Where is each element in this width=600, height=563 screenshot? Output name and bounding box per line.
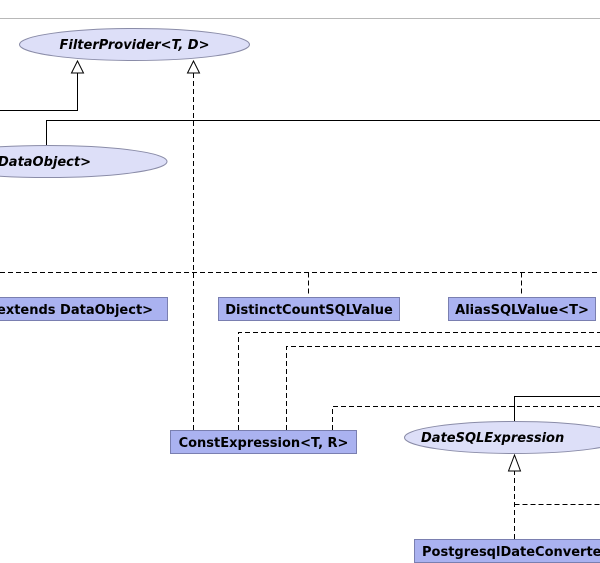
arrowhead-filter-provider-left	[70, 59, 85, 74]
node-extends-data-object[interactable]: extends DataObject>	[0, 297, 168, 321]
edge-date-sql-to-right	[514, 396, 600, 422]
postgresql-date-converter-label: PostgresqlDateConverte	[422, 545, 600, 560]
alias-sql-value-shape	[448, 297, 596, 321]
edge-const-to-right-2	[286, 346, 600, 430]
date-sql-expression-shape	[404, 421, 600, 454]
node-data-object[interactable]: DataObject>	[0, 145, 168, 178]
node-distinct-count-sql-value[interactable]: DistinctCountSQLValue	[218, 297, 400, 321]
const-expression-shape	[170, 430, 357, 454]
filter-provider-label: FilterProvider<T, D>	[60, 38, 210, 53]
node-date-sql-expression[interactable]: DateSQLExpression	[404, 421, 600, 454]
extends-data-object-label: extends DataObject>	[0, 303, 153, 318]
extends-data-object-shape	[0, 297, 168, 321]
arrowhead-filter-provider-right	[186, 59, 201, 74]
edge-const-to-right-3	[332, 406, 600, 430]
alias-sql-value-label: AliasSQLValue<T>	[455, 303, 589, 318]
const-expression-label: ConstExpression<T, R>	[179, 436, 349, 451]
data-object-shape	[0, 145, 168, 178]
arrowhead-date-sql	[507, 453, 522, 472]
edge-data-object-to-right	[46, 120, 600, 146]
node-const-expression[interactable]: ConstExpression<T, R>	[170, 430, 357, 454]
edge-generalization-to-filter-provider	[0, 73, 78, 111]
node-postgresql-date-converter[interactable]: PostgresqlDateConverte	[414, 539, 600, 563]
distinct-count-sql-value-shape	[218, 297, 400, 321]
node-alias-sql-value[interactable]: AliasSQLValue<T>	[448, 297, 596, 321]
distinct-count-sql-value-label: DistinctCountSQLValue	[225, 303, 393, 318]
node-filter-provider[interactable]: FilterProvider<T, D>	[19, 28, 250, 61]
data-object-label: DataObject>	[0, 155, 91, 170]
filter-provider-shape	[19, 28, 250, 61]
edge-const-to-right-1	[238, 332, 600, 430]
date-sql-expression-label: DateSQLExpression	[421, 431, 564, 446]
